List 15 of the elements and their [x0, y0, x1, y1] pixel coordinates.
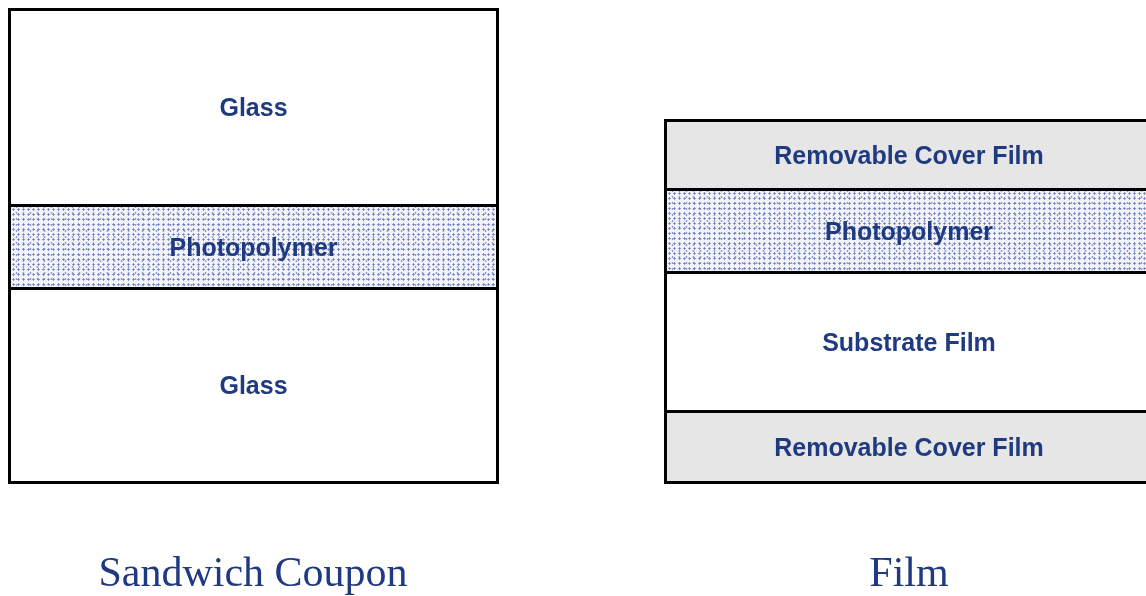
- layer-box: [8, 8, 499, 207]
- dotted-layer-box: [8, 204, 499, 290]
- dotted-layer-box: [664, 188, 1146, 274]
- layer-label: Glass: [219, 93, 288, 122]
- caption: Sandwich Coupon: [98, 548, 408, 596]
- caption: Film: [869, 548, 949, 596]
- layer-label: Removable Cover Film: [774, 140, 1044, 170]
- layer-label: Glass: [219, 371, 288, 400]
- shaded-layer-box: [664, 119, 1146, 191]
- layer-label: Photopolymer: [824, 216, 994, 246]
- layer-box: [8, 287, 499, 484]
- layer-label: Photopolymer: [169, 232, 338, 262]
- shaded-layer-box: [664, 410, 1146, 484]
- layer-label: Removable Cover Film: [774, 432, 1044, 462]
- layer-label: Substrate Film: [822, 327, 996, 357]
